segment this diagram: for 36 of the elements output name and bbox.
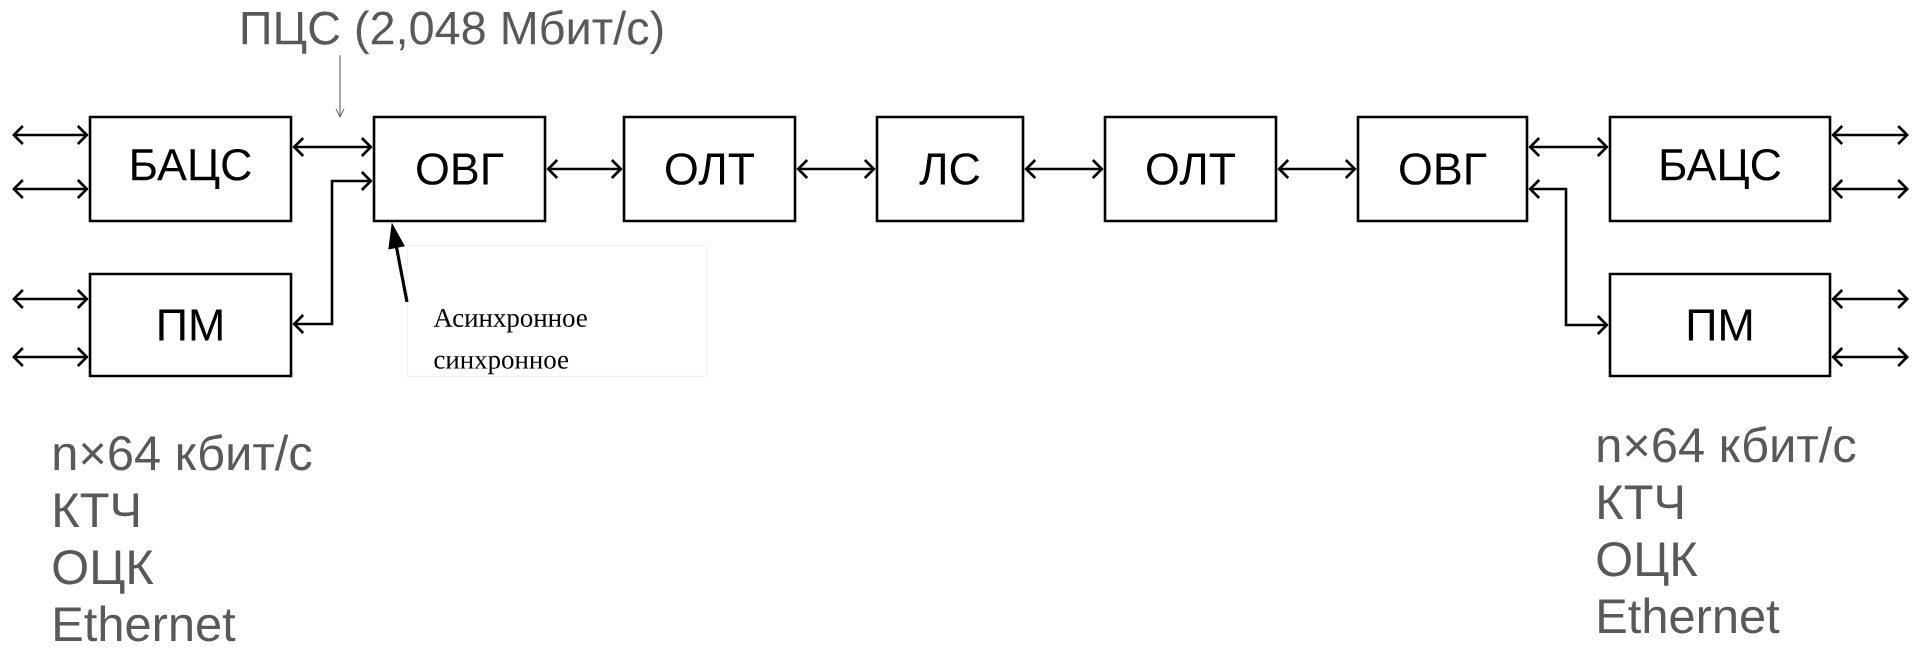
arrow [1024, 159, 1104, 179]
arrow [292, 171, 373, 334]
signal-label: КТЧ [1599, 485, 1683, 519]
signal-label: Ethernet [1599, 597, 1780, 634]
block-box: ОЛТ [622, 115, 797, 223]
block-box: БАЦС [1608, 115, 1832, 223]
leader-line [335, 54, 345, 118]
arrow [12, 125, 89, 145]
block-box: ЛС [875, 115, 1025, 223]
block-box: БАЦС [88, 115, 293, 223]
arrow [12, 289, 89, 309]
signal-label: КТЧ [55, 493, 139, 527]
block-box: ПМ [1608, 272, 1832, 378]
block-box: ОВГ [1356, 115, 1529, 223]
arrow [1831, 125, 1909, 145]
block-box: ОЛТ [1103, 115, 1278, 223]
arrow [796, 159, 876, 179]
signal-label: Ethernet [55, 605, 236, 642]
arrow [1831, 289, 1909, 309]
signal-label: n×64 кбит/с [54, 434, 312, 471]
rate-label: ПЦС (2,048 Мбит/с) [242, 10, 663, 54]
arrow [546, 159, 623, 179]
signal-label: ОЦК [1597, 541, 1698, 586]
arrow [12, 347, 89, 367]
signal-label: ОЦК [53, 549, 154, 594]
arrow [292, 137, 373, 157]
arrow [12, 179, 89, 199]
arrow [1831, 179, 1909, 199]
note-box: Асинхронное синхронное [407, 245, 707, 377]
arrow [1528, 137, 1609, 157]
block-box: ОВГ [372, 115, 547, 223]
arrow [1831, 347, 1909, 367]
arrow [1528, 179, 1609, 335]
signal-label: n×64 кбит/с [1598, 426, 1856, 463]
block-box: ПМ [88, 272, 293, 378]
arrow [1277, 159, 1357, 179]
